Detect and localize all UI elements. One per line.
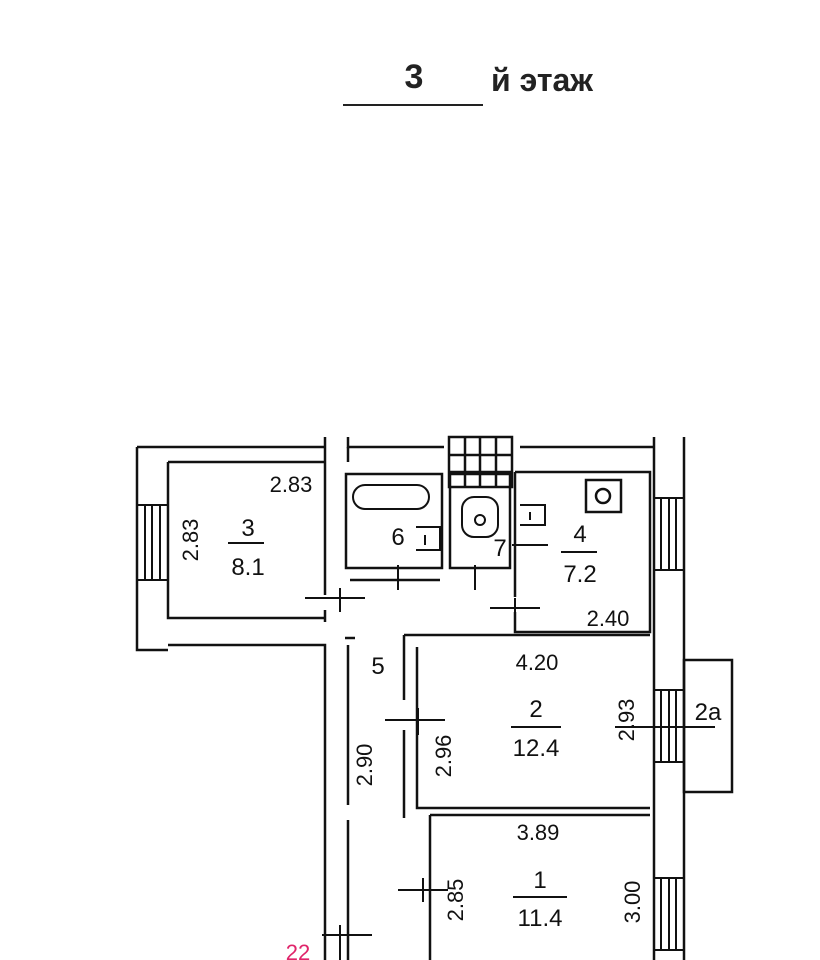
room-5-number: 5 xyxy=(371,653,384,680)
room-4-number: 4 xyxy=(573,521,586,548)
room-2-height-right: 2.93 xyxy=(614,699,639,742)
room-3-height: 2.83 xyxy=(178,519,203,562)
room-1-height: 2.85 xyxy=(443,879,468,922)
fixtures xyxy=(352,484,546,551)
room-2-width: 4.20 xyxy=(516,650,559,675)
room-3-area: 8.1 xyxy=(231,554,264,581)
room-5-height: 2.90 xyxy=(352,744,377,787)
room-4-width: 2.40 xyxy=(587,606,630,631)
floor-suffix: й этаж xyxy=(491,62,593,98)
room-1-width: 3.89 xyxy=(517,820,560,845)
room-1-area: 11.4 xyxy=(518,905,563,932)
room-1-height-right: 3.00 xyxy=(620,881,645,924)
room-2a-number: 2а xyxy=(695,699,722,726)
room-2-height: 2.96 xyxy=(431,735,456,778)
room-2-number: 2 xyxy=(529,696,542,723)
room-7-number: 7 xyxy=(493,535,506,562)
ticks xyxy=(228,542,715,960)
room-3-number: 3 xyxy=(241,515,254,542)
room-6-number: 6 xyxy=(391,524,404,551)
floor-underline xyxy=(343,104,483,106)
room-3-width: 2.83 xyxy=(270,472,313,497)
room-2-area: 12.4 xyxy=(513,735,560,762)
corner-mark: 22 xyxy=(286,940,310,960)
floor-number: 3 xyxy=(404,58,424,96)
room-4-area: 7.2 xyxy=(563,561,596,588)
windows xyxy=(136,497,685,951)
room-1-number: 1 xyxy=(533,867,546,894)
walls xyxy=(135,435,734,960)
